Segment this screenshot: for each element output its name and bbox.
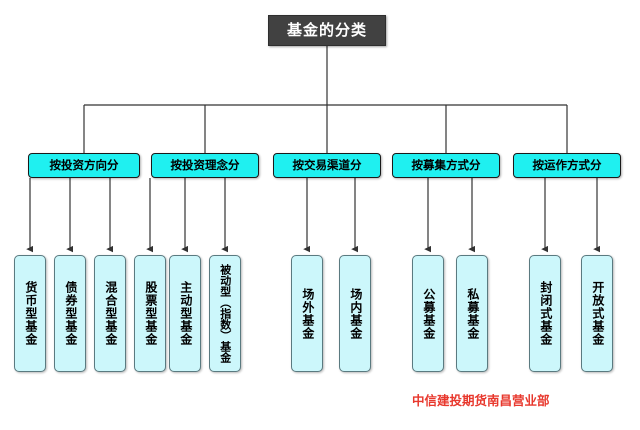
leaf-node-active-fund[interactable]: 主动型基金 <box>169 255 201 372</box>
leaf-node-label: 场内基金 <box>348 287 363 340</box>
leaf-node-public-offering-fund[interactable]: 公募基金 <box>412 255 444 372</box>
category-node-trading-channel[interactable]: 按交易渠道分 <box>273 153 381 178</box>
root-node-label: 基金的分类 <box>286 21 367 39</box>
leaf-node-label: 主动型基金 <box>178 281 193 346</box>
leaf-node-closed-end-fund[interactable]: 封闭式基金 <box>529 255 561 372</box>
category-node-investment-direction[interactable]: 按投资方向分 <box>28 153 140 178</box>
leaf-node-label: 开放式基金 <box>590 281 605 346</box>
category-node-investment-philosophy[interactable]: 按投资理念分 <box>151 153 259 178</box>
leaf-node-passive-index-fund[interactable]: 被动型（指数）基金 <box>209 255 241 372</box>
leaf-node-exchange-traded-fund[interactable]: 场内基金 <box>339 255 371 372</box>
leaf-node-label: 股票型基金 <box>143 281 158 346</box>
leaf-node-equity-fund[interactable]: 股票型基金 <box>134 255 166 372</box>
category-node-label: 按投资方向分 <box>49 157 119 172</box>
leaf-node-hybrid-fund[interactable]: 混合型基金 <box>94 255 126 372</box>
leaf-node-label: 被动型（指数）基金 <box>218 264 232 363</box>
category-node-operation-method[interactable]: 按运作方式分 <box>513 153 621 178</box>
leaf-node-label: 混合型基金 <box>103 281 118 346</box>
leaf-node-label: 公募基金 <box>421 287 436 340</box>
root-node[interactable]: 基金的分类 <box>268 15 386 46</box>
leaf-node-label: 货币型基金 <box>23 281 38 346</box>
footer-credit-text: 中信建投期货南昌营业部 <box>412 393 550 408</box>
category-node-label: 按运作方式分 <box>532 157 602 172</box>
leaf-node-label: 债券型基金 <box>63 281 78 346</box>
leaf-node-bond-fund[interactable]: 债券型基金 <box>54 255 86 372</box>
leaf-node-otc-fund[interactable]: 场外基金 <box>291 255 323 372</box>
leaf-node-money-market-fund[interactable]: 货币型基金 <box>14 255 46 372</box>
category-node-label: 按交易渠道分 <box>292 157 362 172</box>
category-node-fundraising-method[interactable]: 按募集方式分 <box>392 153 500 178</box>
leaf-node-label: 封闭式基金 <box>538 281 553 346</box>
leaf-node-label: 私募基金 <box>465 287 480 340</box>
leaf-node-open-end-fund[interactable]: 开放式基金 <box>581 255 613 372</box>
category-node-label: 按投资理念分 <box>170 157 240 172</box>
leaf-node-label: 场外基金 <box>300 287 315 340</box>
leaf-node-private-offering-fund[interactable]: 私募基金 <box>456 255 488 372</box>
category-node-label: 按募集方式分 <box>411 157 481 172</box>
